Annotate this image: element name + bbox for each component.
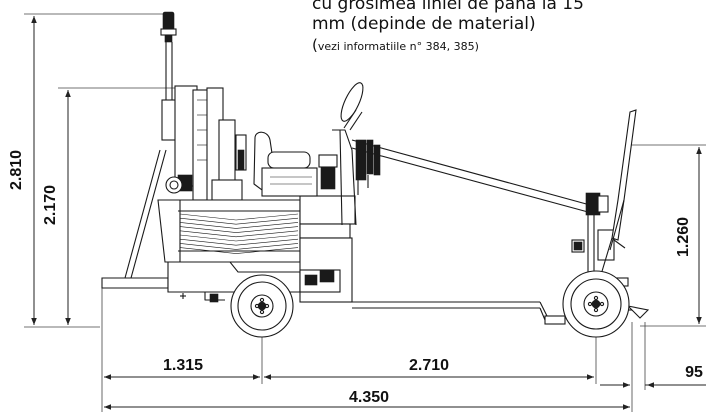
chassis: [101, 237, 650, 325]
caption: cu grosimea liniei de pana la 15 mm (dep…: [312, 0, 704, 56]
grille-louvre: [179, 213, 299, 221]
engine-housing: [161, 85, 247, 203]
dimension-guide-height: 1.260: [630, 144, 706, 327]
dimension-total-height: 2.810: [8, 13, 170, 328]
dimension-seat-height-label: 2.170: [42, 185, 59, 225]
control-panel: [355, 139, 381, 195]
dimension-rear-overhang: 95: [600, 364, 706, 388]
dimension-wheelbase: 2.710: [264, 357, 594, 380]
guide-assembly: [571, 109, 637, 279]
grille-louvre: [179, 230, 299, 238]
dimension-total-length: 4.350: [104, 389, 630, 410]
grille-louvre: [179, 238, 299, 246]
dimension-total-length-label: 4.350: [349, 389, 389, 406]
dimension-rear-overhang-label: 95: [685, 364, 703, 381]
seat: [253, 131, 338, 197]
caption-reference: (vezi informatiile n° 384, 385): [312, 36, 704, 56]
caption-line-2: mm (depinde de material): [312, 14, 536, 34]
rear-wheel-icon: [230, 274, 294, 338]
dimension-front-overhang: 1.315: [104, 357, 260, 380]
dimension-front-overhang-label: 1.315: [163, 357, 203, 374]
grille-louvre: [179, 234, 299, 242]
guide-boom: [351, 139, 591, 213]
steering-wheel-icon: [332, 82, 364, 226]
grille-louvre: [179, 243, 299, 250]
front-wheel-icon: [562, 270, 630, 338]
dimension-wheelbase-label: 2.710: [409, 357, 449, 374]
caption-line-1: cu grosimea liniei de pana la 15: [312, 0, 584, 14]
grille-louvre: [179, 226, 299, 233]
mast: [165, 42, 173, 108]
caption-reference-paren: (: [312, 36, 318, 54]
grille-louvre: [179, 222, 299, 229]
dimension-total-height-label: 2.810: [8, 150, 25, 190]
dimension-lines: 2.810 2.170 1.260 1.315 2.710: [8, 13, 706, 412]
caption-reference-text: vezi informatiile n° 384, 385): [317, 40, 479, 53]
beacon-light-icon: [160, 11, 177, 43]
machine: [101, 11, 650, 338]
grille: [179, 213, 299, 254]
grille-louvre: [179, 247, 299, 254]
grille-louvre: [179, 217, 299, 225]
dimension-seat-height: 2.170: [42, 87, 175, 325]
dimension-guide-height-label: 1.260: [675, 217, 692, 257]
